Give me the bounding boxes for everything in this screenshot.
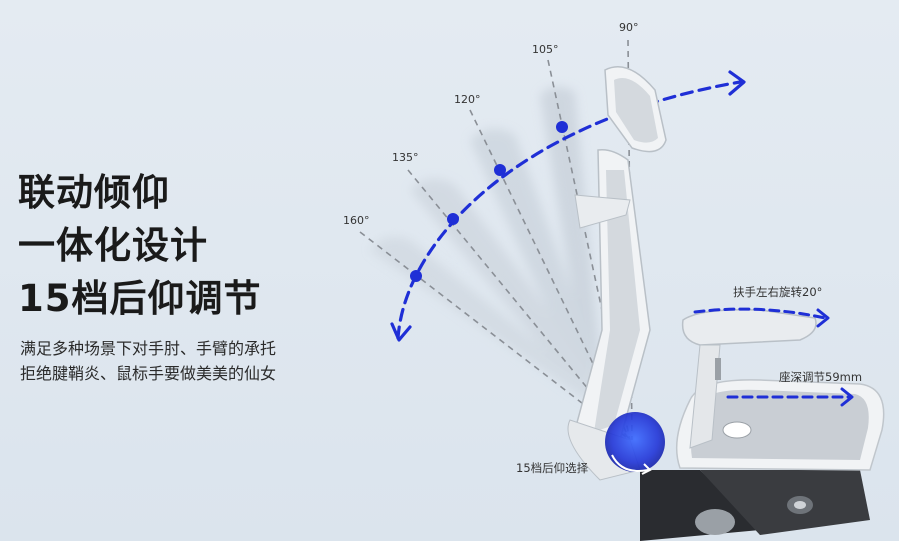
annotation-recline-select: 15档后仰选择 (516, 461, 589, 475)
angle-label-160: 160° (343, 214, 370, 227)
description-line-2: 拒绝腱鞘炎、鼠标手要做美美的仙女 (20, 364, 277, 383)
annotation-armrest-rotate: 扶手左右旋转20° (733, 285, 822, 299)
description: 满足多种场景下对手肘、手臂的承托 拒绝腱鞘炎、鼠标手要做美美的仙女 (20, 336, 276, 386)
stop-105 (556, 121, 568, 133)
recline-arc-arrowhead-right (728, 70, 746, 96)
angle-label-120: 120° (454, 93, 481, 106)
stop-120 (494, 164, 506, 176)
headline-line-1: 联动倾仰 (18, 171, 170, 214)
stop-135 (447, 213, 459, 225)
recline-arc-arrowhead-left (390, 322, 412, 342)
annotation-seat-depth: 座深调节59mm (779, 370, 862, 384)
ghost-backrests (370, 86, 600, 400)
angle-label-105: 105° (532, 43, 559, 56)
chair-armrest (681, 308, 817, 449)
headline: 联动倾仰 一体化设计 15档后仰调节 (18, 166, 262, 325)
armrest-rotate-arrow (693, 307, 827, 320)
headline-line-2: 一体化设计 (18, 224, 208, 267)
angle-label-90: 90° (619, 21, 639, 34)
stop-160 (410, 270, 422, 282)
chair-headrest (574, 66, 667, 229)
guide-160 (359, 231, 631, 441)
recline-knob (605, 412, 665, 475)
chair-seat (675, 379, 885, 471)
chair-base (640, 470, 870, 541)
headline-line-3: 15档后仰调节 (18, 277, 262, 320)
angle-label-135: 135° (392, 151, 419, 164)
description-line-1: 满足多种场景下对手肘、手臂的承托 (20, 339, 277, 358)
